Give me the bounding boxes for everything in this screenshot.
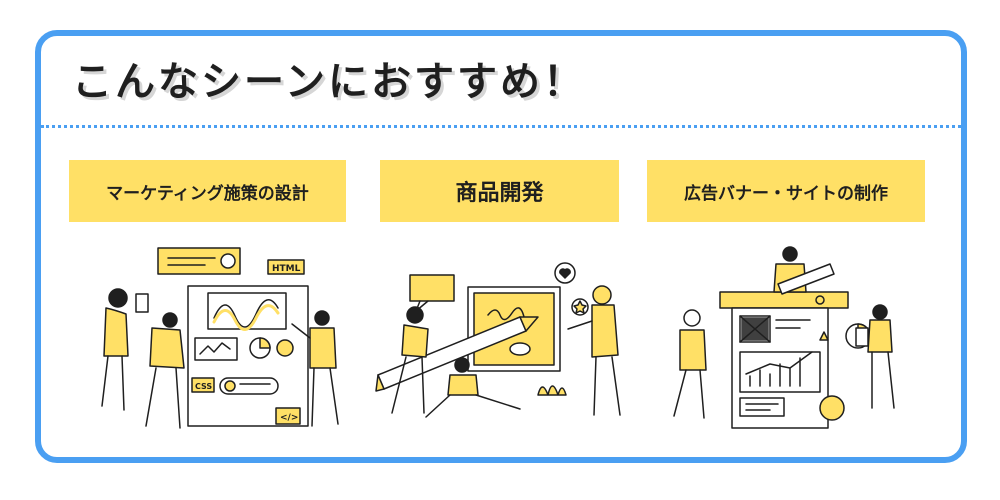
scene-label-product: 商品開発	[380, 160, 619, 222]
css-tag: CSS	[195, 382, 212, 391]
scene-label-text: マーケティング施策の設計	[106, 183, 309, 204]
scene-label-ad: 広告バナー・サイトの制作	[647, 160, 925, 222]
html-tag: HTML	[272, 264, 301, 274]
code-tag: </>	[280, 413, 298, 423]
dotted-divider	[41, 125, 961, 128]
scene-label-marketing: マーケティング施策の設計	[69, 160, 346, 222]
illustration-ad-site	[673, 246, 895, 429]
scene-label-text: 商品開発	[455, 181, 544, 206]
illustration-product	[375, 262, 621, 418]
headline: こんなシーンにおすすめ！	[72, 59, 586, 105]
scene-label-text: 広告バナー・サイトの制作	[684, 183, 888, 204]
illustration-marketing: HTML CSS </>	[101, 247, 339, 429]
